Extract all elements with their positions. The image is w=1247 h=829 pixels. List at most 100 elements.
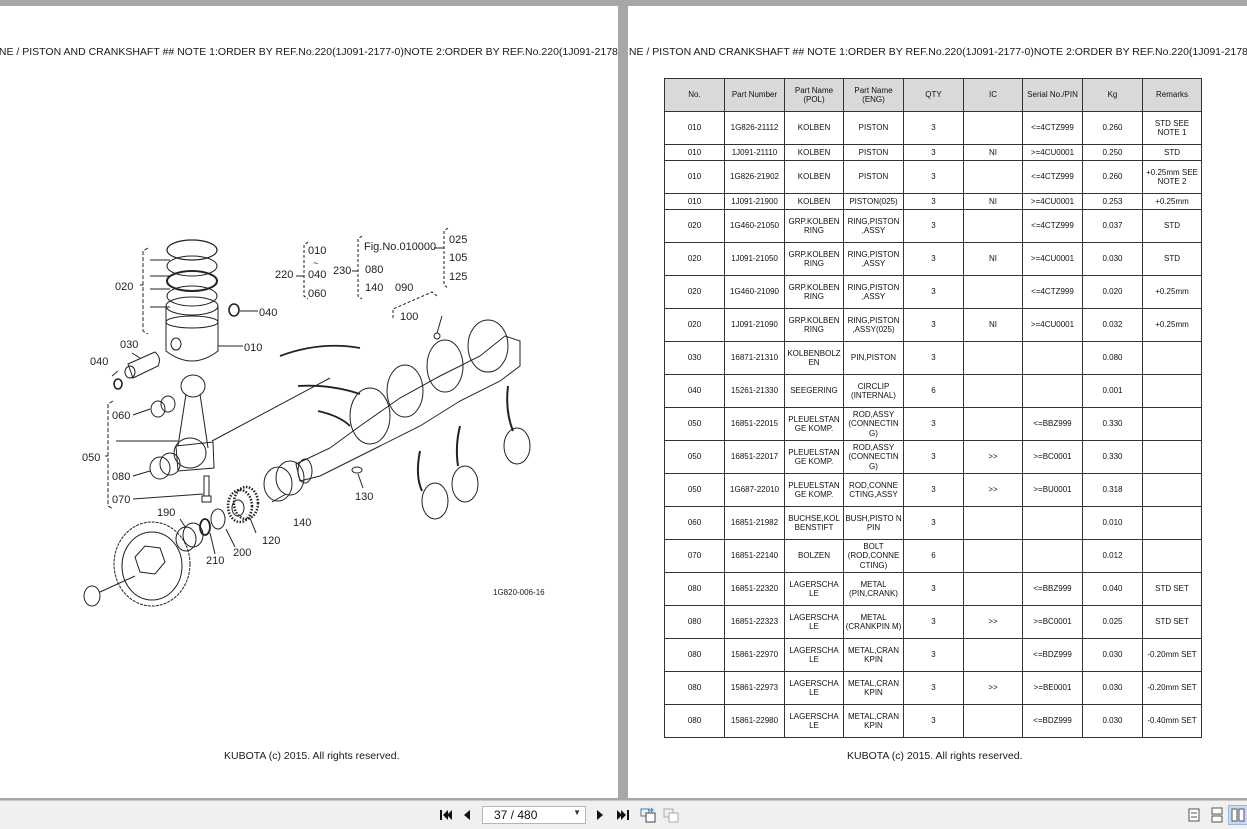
copyright-footer: KUBOTA (c) 2015. All rights reserved. xyxy=(847,750,1023,762)
cell-part-name-eng: METAL,CRAN KPIN xyxy=(843,671,904,705)
last-page-button[interactable] xyxy=(613,805,633,825)
cell-ic xyxy=(963,111,1023,145)
dropdown-arrow-icon: ▼ xyxy=(573,808,581,817)
cell-item-no: 070 xyxy=(664,539,725,573)
cell-serial-no: <=BDZ999 xyxy=(1022,638,1083,672)
cell-weight-kg: 0.330 xyxy=(1082,440,1143,474)
cell-serial-no: <=4CTZ999 xyxy=(1022,111,1083,145)
cell-ic xyxy=(963,638,1023,672)
left-page: INE / PISTON AND CRANKSHAFT ## NOTE 1:OR… xyxy=(0,6,618,798)
col-header-kg: Kg xyxy=(1082,78,1143,112)
cell-weight-kg: 0.253 xyxy=(1082,193,1143,210)
svg-text:070: 070 xyxy=(112,494,130,506)
cell-item-no: 020 xyxy=(664,242,725,276)
copyright-footer: KUBOTA (c) 2015. All rights reserved. xyxy=(224,750,400,762)
svg-text:120: 120 xyxy=(262,535,280,547)
two-page-view-button[interactable] xyxy=(1228,805,1247,825)
cell-ic xyxy=(963,572,1023,606)
cell-part-name-eng: CIRCLIP (INTERNAL) xyxy=(843,374,904,408)
single-page-view-button[interactable] xyxy=(1184,805,1204,825)
cell-ic: NI xyxy=(963,242,1023,276)
col-header-part-name-eng: Part Name (ENG) xyxy=(843,78,904,112)
cell-serial-no xyxy=(1022,539,1083,573)
previous-view-button[interactable] xyxy=(638,805,658,825)
cell-remarks: -0.20mm SET xyxy=(1142,638,1202,672)
cell-part-number: 15861-22973 xyxy=(724,671,785,705)
svg-text:210: 210 xyxy=(206,555,224,567)
svg-text:Fig.No.010000: Fig.No.010000 xyxy=(364,241,436,253)
cell-serial-no: >=4CU0001 xyxy=(1022,242,1083,276)
cell-part-number: 1J091-21900 xyxy=(724,193,785,210)
cell-weight-kg: 0.032 xyxy=(1082,308,1143,342)
cell-remarks: +0.25mm xyxy=(1142,308,1202,342)
cell-part-name-pol: SEEGERING xyxy=(784,374,844,408)
cell-part-name-eng: ROD,CONNE CTING,ASSY xyxy=(843,473,904,507)
previous-page-button[interactable] xyxy=(457,805,477,825)
parts-table: No. Part Number Part Name (POL) Part Nam… xyxy=(664,78,1202,738)
cell-part-name-eng: RING,PISTON ,ASSY(025) xyxy=(843,308,904,342)
cell-remarks xyxy=(1142,374,1202,408)
svg-text:080: 080 xyxy=(365,264,383,276)
cell-part-name-pol: KOLBEN xyxy=(784,193,844,210)
cell-part-name-pol: KOLBEN xyxy=(784,111,844,145)
cell-ic xyxy=(963,539,1023,573)
cell-part-name-eng: ROD,ASSY (CONNECTIN G) xyxy=(843,407,904,441)
cell-part-name-eng: BUSH,PISTO N PIN xyxy=(843,506,904,540)
cell-ic xyxy=(963,341,1023,375)
cell-part-name-eng: PIN,PISTON xyxy=(843,341,904,375)
cell-part-name-eng: METAL,CRAN KPIN xyxy=(843,704,904,738)
cell-ic: >> xyxy=(963,671,1023,705)
svg-text:220: 220 xyxy=(275,269,293,281)
continuous-view-button[interactable] xyxy=(1207,805,1227,825)
page-number-value: 37 / 480 xyxy=(494,808,538,822)
col-header-qty: QTY xyxy=(903,78,964,112)
cell-part-name-pol: KOLBEN xyxy=(784,144,844,161)
cell-serial-no: >=4CU0001 xyxy=(1022,144,1083,161)
cell-part-number: 16871-21310 xyxy=(724,341,785,375)
cell-part-name-pol: PLEUELSTAN GE KOMP. xyxy=(784,440,844,474)
svg-text:060: 060 xyxy=(308,288,326,300)
cell-part-name-eng: METAL (CRANKPIN M) xyxy=(843,605,904,639)
col-header-ic: IC xyxy=(963,78,1023,112)
cell-serial-no: <=4CTZ999 xyxy=(1022,160,1083,194)
svg-text:105: 105 xyxy=(449,252,467,264)
cell-part-name-eng: METAL (PIN,CRANK) xyxy=(843,572,904,606)
cell-item-no: 010 xyxy=(664,144,725,161)
cell-ic xyxy=(963,407,1023,441)
svg-text:140: 140 xyxy=(365,282,383,294)
next-view-button[interactable] xyxy=(661,805,681,825)
svg-text:130: 130 xyxy=(355,491,373,503)
cell-part-name-pol: GRP.KOLBEN RING xyxy=(784,242,844,276)
cell-part-name-pol: LAGERSCHA LE xyxy=(784,572,844,606)
cell-part-name-pol: GRP.KOLBEN RING xyxy=(784,308,844,342)
cell-weight-kg: 0.037 xyxy=(1082,209,1143,243)
cell-serial-no: >=BE0001 xyxy=(1022,671,1083,705)
cell-part-name-pol: PLEUELSTAN GE KOMP. xyxy=(784,407,844,441)
svg-text:060: 060 xyxy=(112,410,130,422)
first-page-button[interactable] xyxy=(436,805,456,825)
cell-part-name-pol: LAGERSCHA LE xyxy=(784,638,844,672)
diagram-drawing: 020 040 010 030 040 060 050 080 070 190 … xyxy=(82,227,531,607)
last-page-icon xyxy=(617,810,629,820)
next-page-button[interactable] xyxy=(590,805,610,825)
page-header: INE / PISTON AND CRANKSHAFT ## NOTE 1:OR… xyxy=(628,46,1247,58)
page-header: INE / PISTON AND CRANKSHAFT ## NOTE 1:OR… xyxy=(0,46,618,58)
svg-text:200: 200 xyxy=(233,547,251,559)
cell-remarks: STD xyxy=(1142,209,1202,243)
cell-part-name-pol: LAGERSCHA LE xyxy=(784,605,844,639)
page-number-select[interactable]: 37 / 480 ▼ xyxy=(482,806,586,824)
cell-part-number: 1G826-21112 xyxy=(724,111,785,145)
cell-qty: 6 xyxy=(903,374,964,408)
cell-qty: 3 xyxy=(903,473,964,507)
table-header-row: No. Part Number Part Name (POL) Part Nam… xyxy=(664,78,1202,112)
two-page-view-icon xyxy=(1231,808,1245,822)
cell-remarks xyxy=(1142,539,1202,573)
col-header-serial: Serial No./PIN xyxy=(1022,78,1083,112)
